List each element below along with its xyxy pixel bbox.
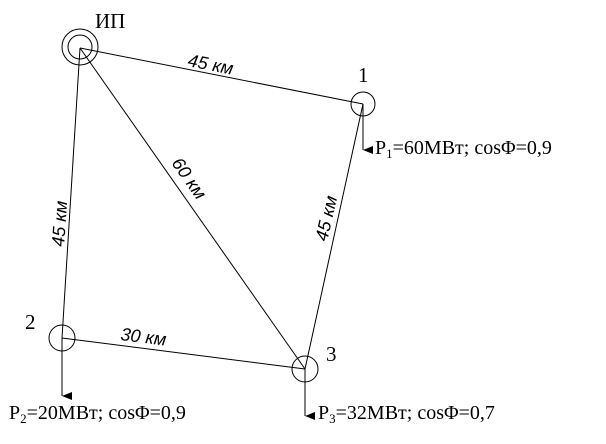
edge-label-ip-2: 45 км bbox=[48, 200, 71, 247]
edge-label-ip-1: 45 км bbox=[186, 50, 235, 78]
node-label-3: 3 bbox=[326, 342, 337, 366]
node-label-1: 1 bbox=[358, 63, 369, 87]
load-label-3: P3=32МВт; cosΦ=0,7 bbox=[318, 402, 495, 426]
load-label-2: P2=20МВт; cosΦ=0,9 bbox=[9, 402, 186, 426]
edge-label-ip-3: 60 км bbox=[168, 154, 211, 203]
edge-label-2-3: 30 км bbox=[120, 324, 168, 349]
node-label-2: 2 bbox=[25, 310, 36, 334]
line-ip-2 bbox=[61, 47, 81, 339]
load-label-1: P1=60МВт; cosΦ=0,9 bbox=[375, 137, 552, 161]
node-label-source: ИП bbox=[95, 9, 125, 33]
line-2-3 bbox=[61, 337, 306, 370]
node-source bbox=[61, 28, 99, 66]
edge-label-1-3: 45 км bbox=[311, 194, 341, 243]
line-ip-3 bbox=[79, 47, 306, 370]
line-ip-1 bbox=[79, 47, 364, 105]
line-1-3 bbox=[304, 103, 364, 370]
